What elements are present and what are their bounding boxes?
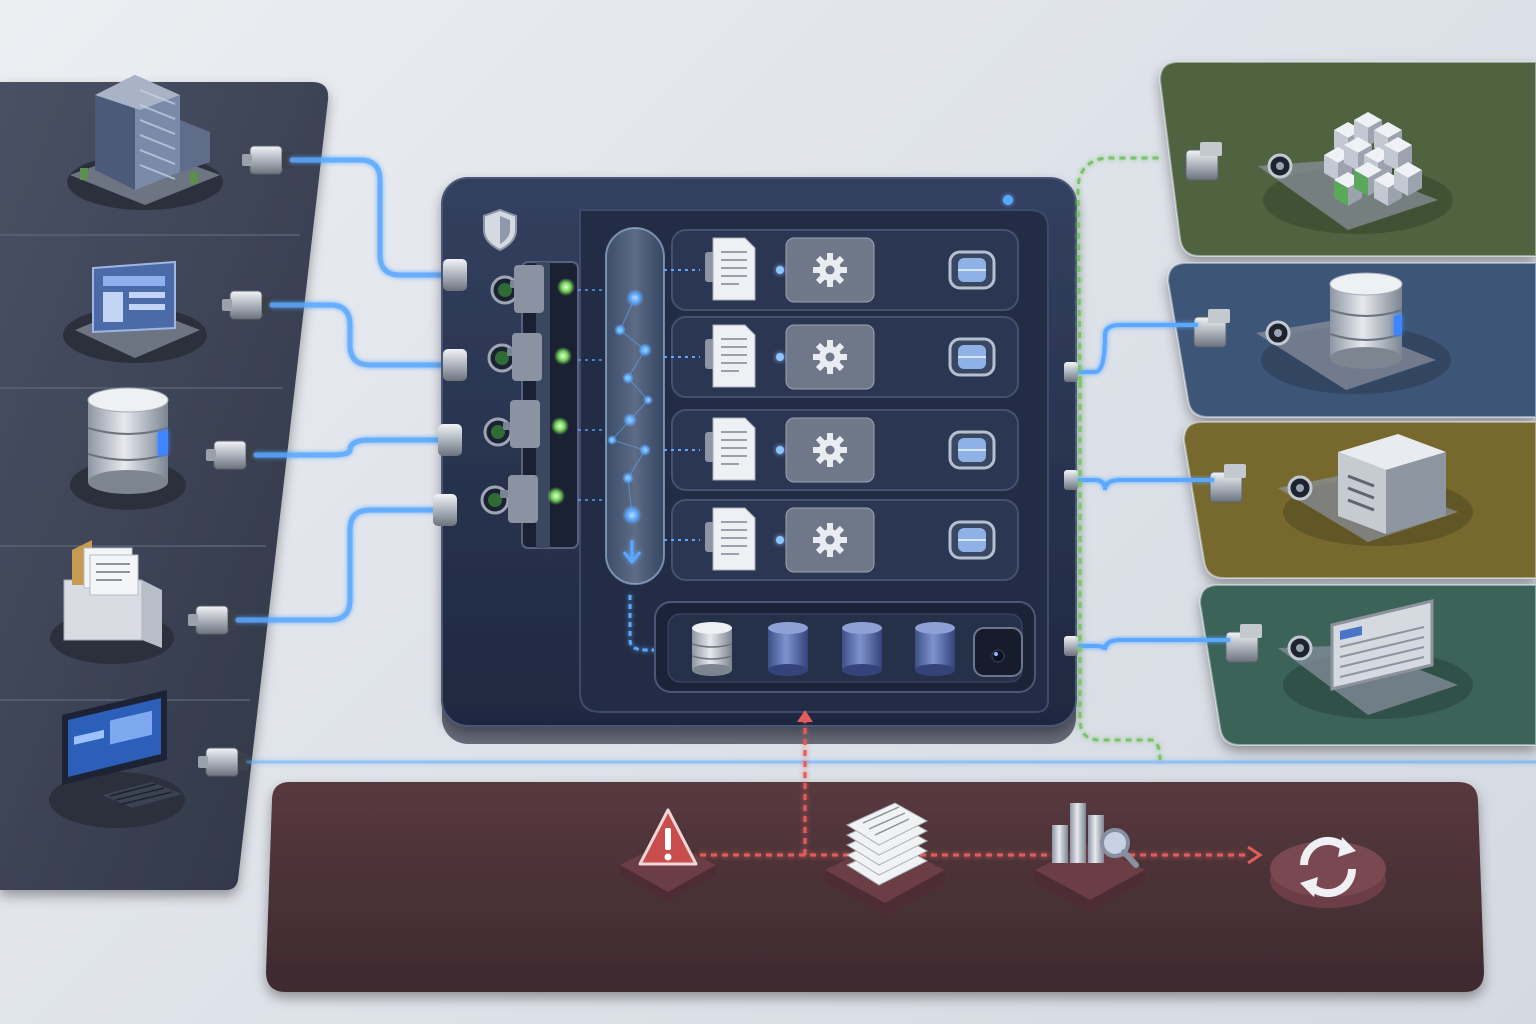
- document-icon: [705, 508, 755, 570]
- hub-status-led: [1003, 195, 1013, 205]
- message-queue-tube: [606, 228, 664, 584]
- destination-knob-1[interactable]: [1269, 155, 1291, 177]
- destination-knob-4[interactable]: [1289, 637, 1311, 659]
- monitoring-panel: [266, 710, 1484, 992]
- document-icon: [705, 418, 755, 480]
- database-icon: [768, 622, 808, 676]
- destination-panel-2: [1168, 263, 1536, 417]
- pipeline-row-4: [664, 500, 1018, 580]
- document-icon: [705, 325, 755, 387]
- database-icon: [1330, 273, 1402, 369]
- gear-icon: [786, 325, 874, 389]
- document-icon: [705, 238, 755, 300]
- storage-drum-icon: [950, 522, 994, 558]
- gear-icon: [786, 508, 874, 572]
- storage-drum-icon: [950, 432, 994, 468]
- pipeline-row-3: [664, 410, 1018, 490]
- pipeline-row-1: [664, 230, 1018, 310]
- server-box-icon: [1338, 434, 1446, 534]
- storage-drum-icon: [950, 339, 994, 375]
- gear-icon: [786, 238, 874, 302]
- database-icon: [842, 622, 882, 676]
- database-icon: [692, 622, 732, 676]
- storage-row: [630, 595, 1035, 692]
- pipeline-row-2: [664, 317, 1018, 397]
- destination-knob-2[interactable]: [1267, 322, 1289, 344]
- gear-icon: [786, 418, 874, 482]
- database-icon: [915, 622, 955, 676]
- control-unit-icon[interactable]: [974, 628, 1022, 676]
- destination-knob-3[interactable]: [1289, 477, 1311, 499]
- destination-panel-1: [1160, 62, 1536, 256]
- router-rail: [508, 262, 578, 548]
- sync-link: [1078, 158, 1160, 760]
- destination-panel-4: [1200, 585, 1536, 745]
- destination-panel-3: [1184, 422, 1536, 578]
- storage-drum-icon: [950, 252, 994, 288]
- integration-hub: [433, 178, 1078, 744]
- destination-systems: [1078, 62, 1536, 745]
